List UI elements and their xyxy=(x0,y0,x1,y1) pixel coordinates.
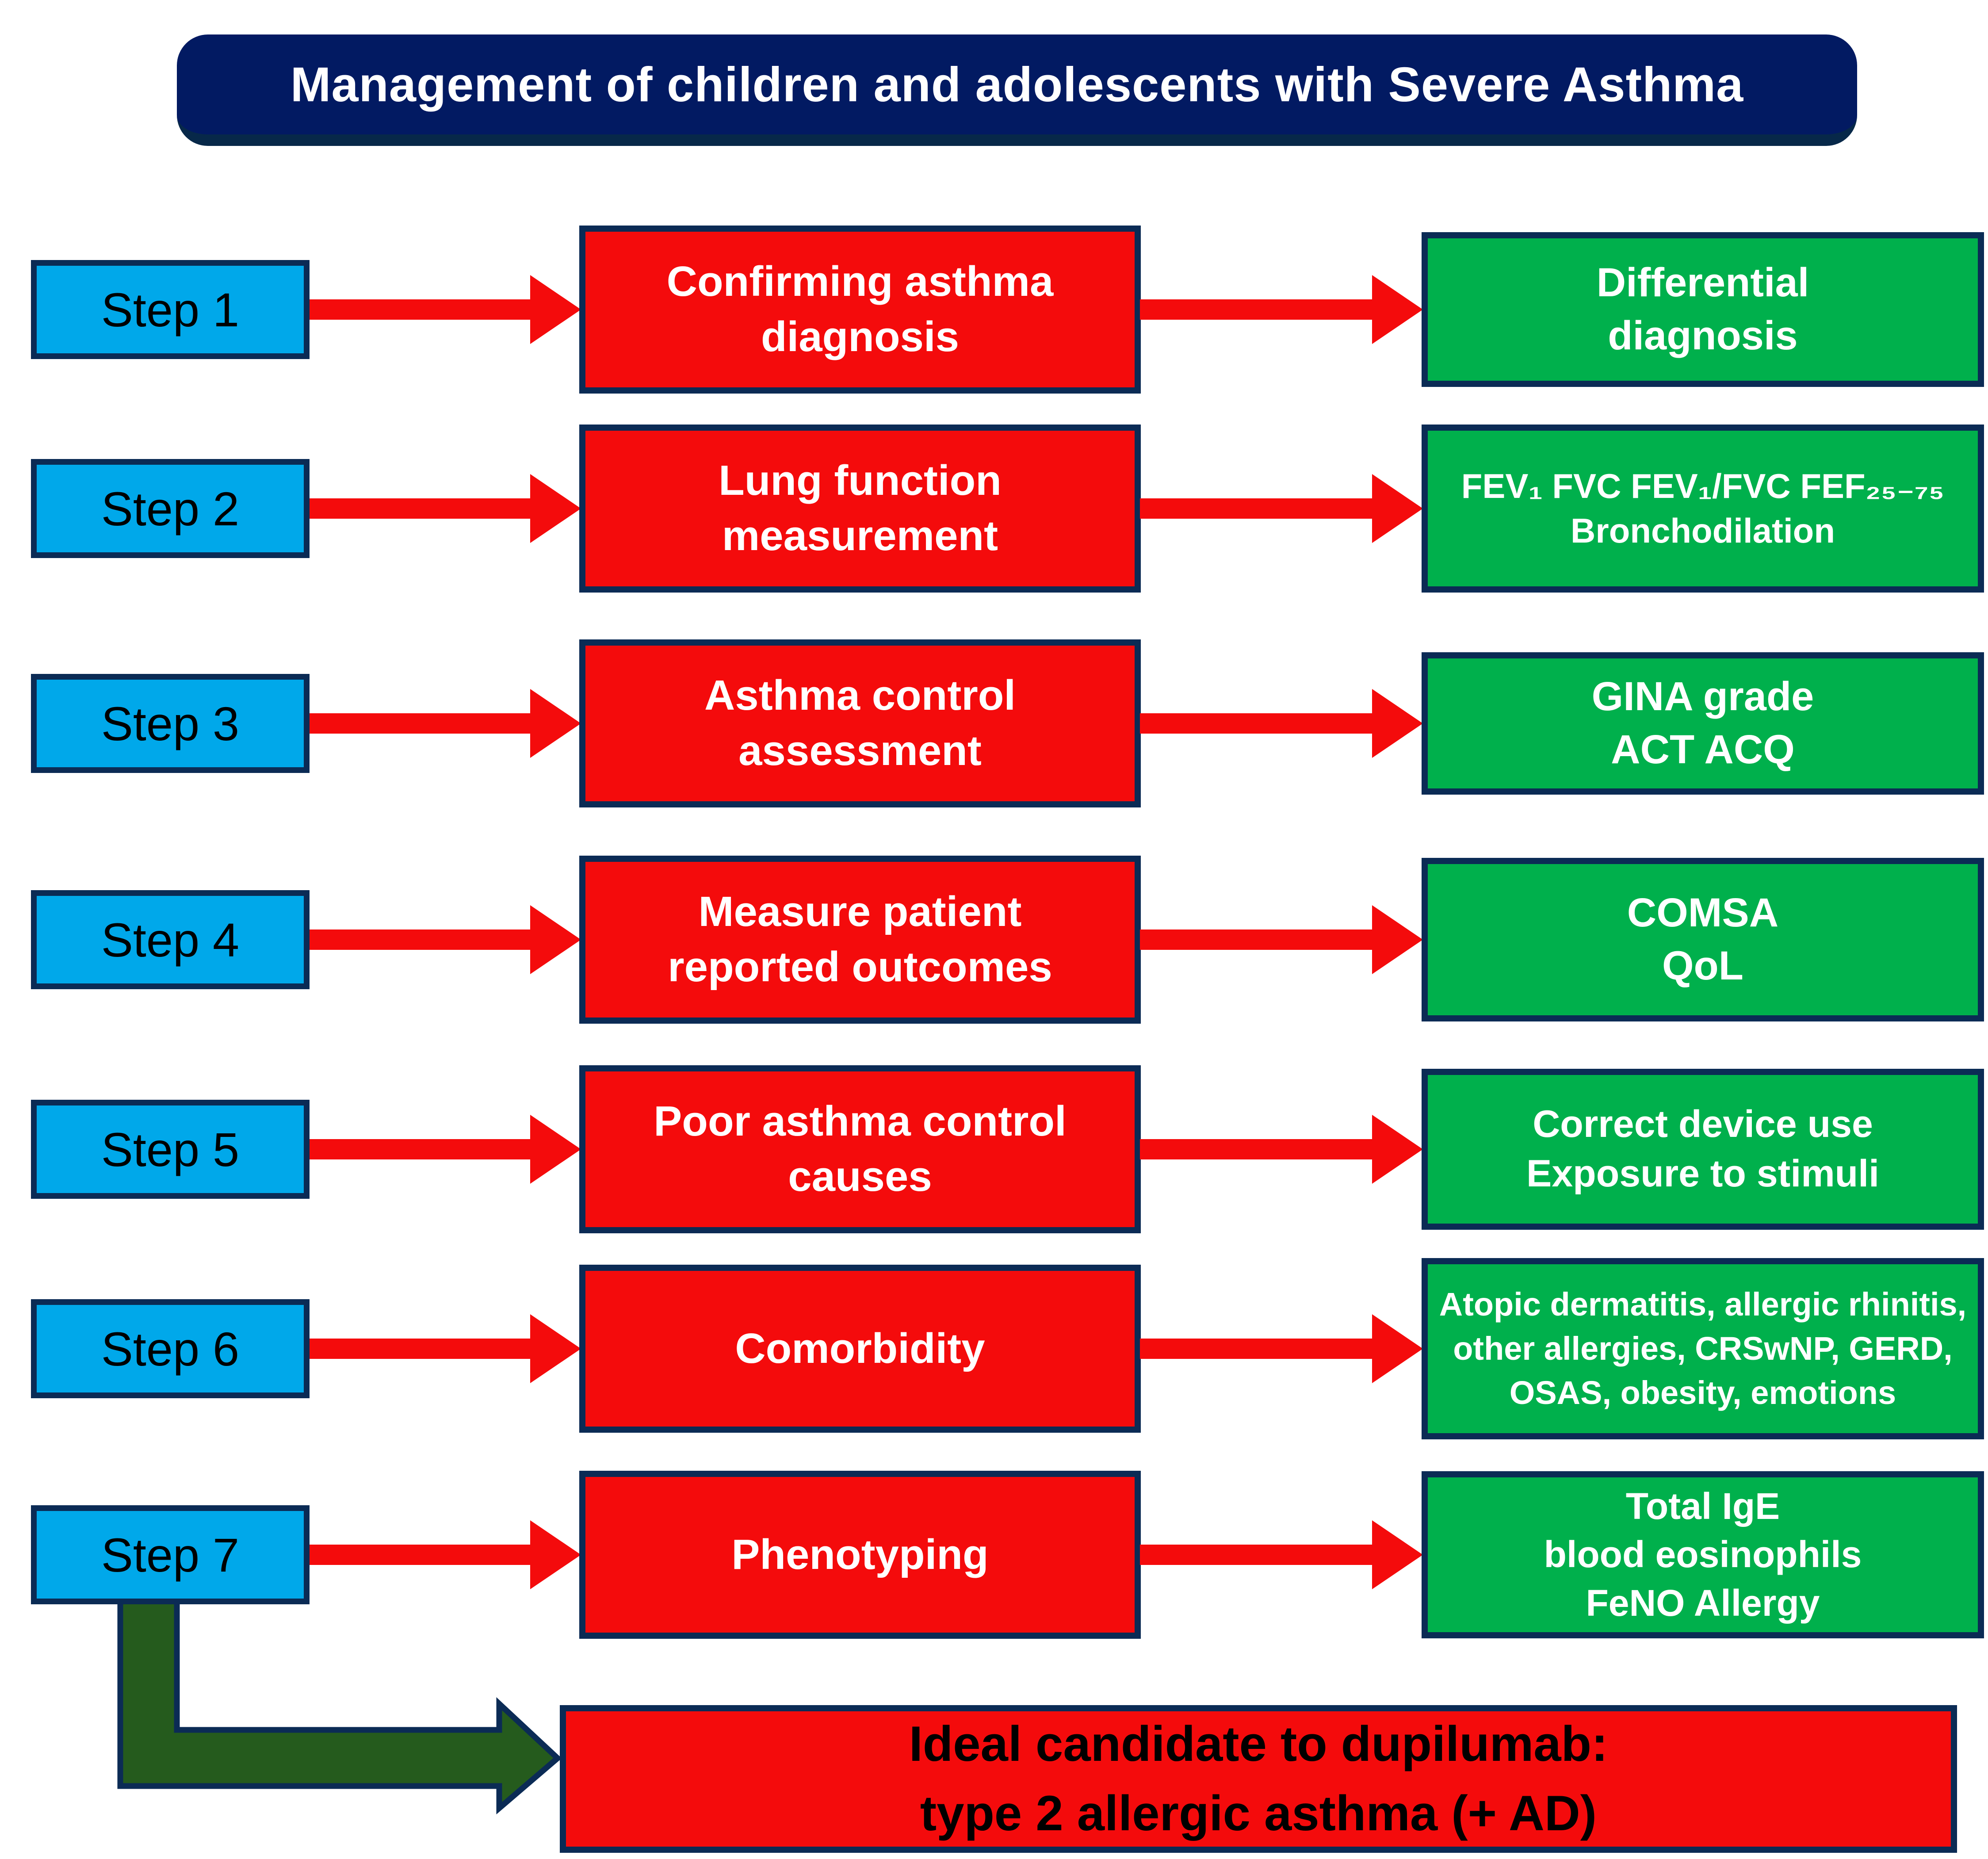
action-box-3: Asthma control assessment xyxy=(579,639,1141,807)
step-label-box-4: Step 4 xyxy=(31,890,310,989)
step-row-2: Step 2 Lung function measurement FEV₁ FV… xyxy=(0,425,1988,593)
action-text: Lung function measurement xyxy=(719,457,1002,559)
result-text: Differential diagnosis xyxy=(1596,260,1809,358)
action-box-6: Comorbidity xyxy=(579,1265,1141,1433)
arrow-right-icon xyxy=(310,688,581,759)
step-label-box-2: Step 2 xyxy=(31,459,310,558)
step-row-4: Step 4 Measure patient reported outcomes… xyxy=(0,856,1988,1024)
step-label-box-5: Step 5 xyxy=(31,1100,310,1199)
step-label: Step 5 xyxy=(101,1122,240,1176)
result-box-6: Atopic dermatitis, allergic rhinitis, ot… xyxy=(1422,1258,1984,1439)
step-row-7: Step 7 Phenotyping Total IgE blood eosin… xyxy=(0,1471,1988,1639)
conclusion-box: Ideal candidate to dupilumab: type 2 all… xyxy=(560,1705,1957,1853)
result-text: Correct device use Exposure to stimuli xyxy=(1526,1103,1880,1195)
arrow-right-icon xyxy=(1140,473,1423,544)
result-text: FEV₁ FVC FEV₁/FVC FEF₂₅₋₇₅ Bronchodilati… xyxy=(1461,466,1945,550)
action-text: Confirming asthma diagnosis xyxy=(666,258,1054,360)
conclusion-text: Ideal candidate to dupilumab: type 2 all… xyxy=(909,1716,1608,1841)
elbow-arrow-icon xyxy=(117,1596,562,1815)
result-box-5: Correct device use Exposure to stimuli xyxy=(1422,1069,1984,1230)
result-text: Atopic dermatitis, allergic rhinitis, ot… xyxy=(1439,1286,1967,1411)
title-banner: Management of children and adolescents w… xyxy=(177,34,1857,146)
action-box-1: Confirming asthma diagnosis xyxy=(579,226,1141,394)
arrow-right-icon xyxy=(1140,274,1423,345)
result-box-1: Differential diagnosis xyxy=(1422,232,1984,387)
step-label: Step 1 xyxy=(101,283,240,337)
arrow-right-icon xyxy=(1140,1313,1423,1384)
action-box-5: Poor asthma control causes xyxy=(579,1065,1141,1233)
arrow-right-icon xyxy=(310,1313,581,1384)
arrow-right-icon xyxy=(1140,688,1423,759)
arrow-right-icon xyxy=(310,1114,581,1185)
arrow-right-icon xyxy=(310,904,581,975)
action-box-4: Measure patient reported outcomes xyxy=(579,856,1141,1024)
step-label-box-7: Step 7 xyxy=(31,1505,310,1604)
step-label: Step 7 xyxy=(101,1528,240,1582)
step-label-box-6: Step 6 xyxy=(31,1299,310,1398)
action-text: Measure patient reported outcomes xyxy=(668,888,1052,991)
action-text: Asthma control assessment xyxy=(704,672,1016,774)
result-box-7: Total IgE blood eosinophils FeNO Allergy xyxy=(1422,1471,1984,1638)
arrow-right-icon xyxy=(1140,1114,1423,1185)
step-label: Step 6 xyxy=(101,1322,240,1376)
step-label: Step 3 xyxy=(101,696,240,750)
action-text: Phenotyping xyxy=(731,1530,989,1578)
result-text: Total IgE blood eosinophils FeNO Allergy xyxy=(1544,1485,1862,1624)
step-row-3: Step 3 Asthma control assessment GINA gr… xyxy=(0,639,1988,807)
arrow-right-icon xyxy=(310,1519,581,1590)
step-label: Step 4 xyxy=(101,913,240,967)
result-box-4: COMSA QoL xyxy=(1422,858,1984,1021)
step-row-6: Step 6 Comorbidity Atopic dermatitis, al… xyxy=(0,1258,1988,1439)
step-label-box-3: Step 3 xyxy=(31,674,310,773)
action-box-7: Phenotyping xyxy=(579,1471,1141,1639)
page-title: Management of children and adolescents w… xyxy=(290,57,1744,112)
step-row-1: Step 1 Confirming asthma diagnosis Diffe… xyxy=(0,226,1988,394)
step-label-box-1: Step 1 xyxy=(31,260,310,359)
arrow-right-icon xyxy=(310,473,581,544)
arrow-right-icon xyxy=(1140,904,1423,975)
action-box-2: Lung function measurement xyxy=(579,425,1141,593)
step-row-5: Step 5 Poor asthma control causes Correc… xyxy=(0,1065,1988,1233)
arrow-right-icon xyxy=(310,274,581,345)
result-box-3: GINA grade ACT ACQ xyxy=(1422,652,1984,795)
arrow-right-icon xyxy=(1140,1519,1423,1590)
result-box-2: FEV₁ FVC FEV₁/FVC FEF₂₅₋₇₅ Bronchodilati… xyxy=(1422,425,1984,593)
action-text: Comorbidity xyxy=(735,1324,985,1372)
action-text: Poor asthma control causes xyxy=(654,1098,1067,1200)
result-text: GINA grade ACT ACQ xyxy=(1591,674,1814,772)
step-label: Step 2 xyxy=(101,482,240,536)
result-text: COMSA QoL xyxy=(1627,890,1779,988)
